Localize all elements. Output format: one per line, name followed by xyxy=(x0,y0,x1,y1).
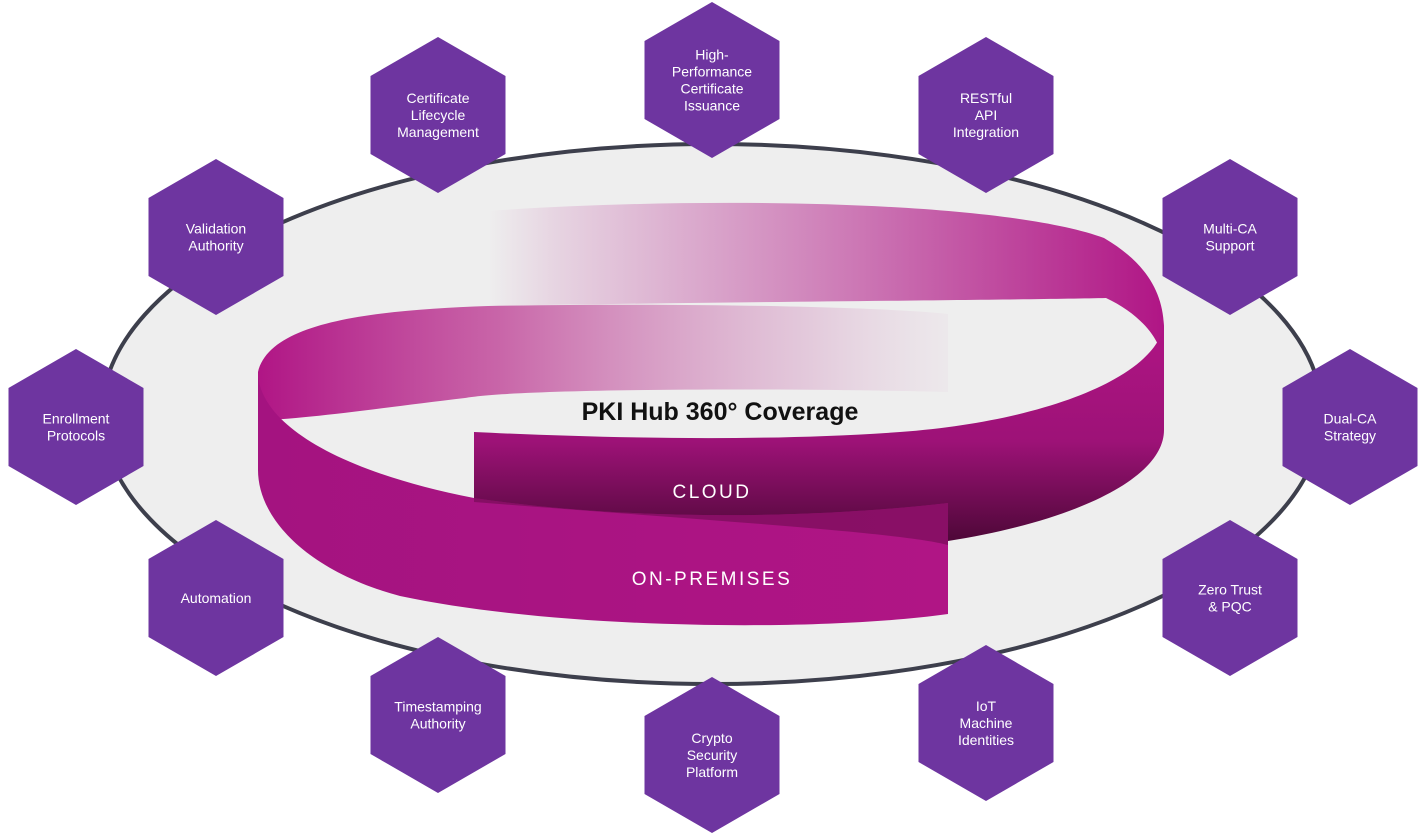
ribbon xyxy=(258,202,1164,626)
hexagon-label-line: Integration xyxy=(953,124,1019,140)
hexagon-shape xyxy=(918,645,1054,801)
hexagon-shape xyxy=(1162,159,1298,315)
hexagon-label-line: Dual-CA xyxy=(1324,411,1378,427)
hexagon-shape xyxy=(918,37,1054,193)
hexagon-label-line: Machine xyxy=(960,715,1013,731)
hexagon-label-line: Certificate xyxy=(680,81,743,97)
hexagon-label-line: Enrollment xyxy=(43,411,110,427)
hexagon-label-line: Strategy xyxy=(1324,428,1376,444)
hexagon-label-line: Certificate xyxy=(406,90,469,106)
ribbon-crease-shadow xyxy=(474,498,948,545)
hexagon-label-line: Automation xyxy=(181,590,252,606)
hexagon-shape xyxy=(370,37,506,193)
hexagon-shape xyxy=(8,349,144,505)
hexagon-label-line: Identities xyxy=(958,732,1014,748)
hexagon-label-line: Platform xyxy=(686,764,738,780)
hexagon-shape xyxy=(1282,349,1418,505)
hexagon-label-line: Timestamping xyxy=(394,699,481,715)
hexagon-label-line: Protocols xyxy=(47,428,105,444)
hexagon-label-line: Lifecycle xyxy=(411,107,466,123)
hexagon-label-line: Management xyxy=(397,124,479,140)
hexagon-shape xyxy=(644,2,780,158)
hexagon-label-line: Issuance xyxy=(684,98,740,114)
hexagon-label-line: Validation xyxy=(186,221,246,237)
hexagon-label-line: High- xyxy=(695,47,729,63)
hexagon-shape xyxy=(148,159,284,315)
on-premises-label: ON-PREMISES xyxy=(632,569,793,590)
hexagon-label-line: IoT xyxy=(976,698,997,714)
hexagon-label-line: Authority xyxy=(188,238,243,254)
hexagon-automation[interactable]: Automation xyxy=(148,520,284,676)
diagram-title: PKI Hub 360° Coverage xyxy=(582,398,859,426)
hexagon-label-line: Support xyxy=(1205,238,1254,254)
hexagon-shape xyxy=(1162,520,1298,676)
hexagon-zero-trust-pqc[interactable]: Zero Trust& PQC xyxy=(1162,520,1298,676)
hexagon-label-line: API xyxy=(975,107,998,123)
hexagon-label-line: & PQC xyxy=(1208,599,1252,615)
ribbon-front-left-band xyxy=(258,372,948,626)
hexagon-label-line: Performance xyxy=(672,64,752,80)
hexagon-label-line: Zero Trust xyxy=(1198,582,1262,598)
hexagon-shape xyxy=(370,637,506,793)
ribbon-left-band xyxy=(258,304,948,420)
ribbon-back-band xyxy=(488,202,1164,370)
hexagon-label-line: RESTful xyxy=(960,90,1012,106)
hexagon-shape xyxy=(148,520,284,676)
hexagon-label-line: Multi-CA xyxy=(1203,221,1257,237)
cloud-label: CLOUD xyxy=(672,482,751,503)
hexagon-label-line: Authority xyxy=(410,716,465,732)
hexagon-label-line: Security xyxy=(687,747,738,763)
ribbon-cloud-band xyxy=(474,320,1164,541)
hexagon-label-line: Crypto xyxy=(691,730,732,746)
hexagon-shape xyxy=(644,677,780,833)
